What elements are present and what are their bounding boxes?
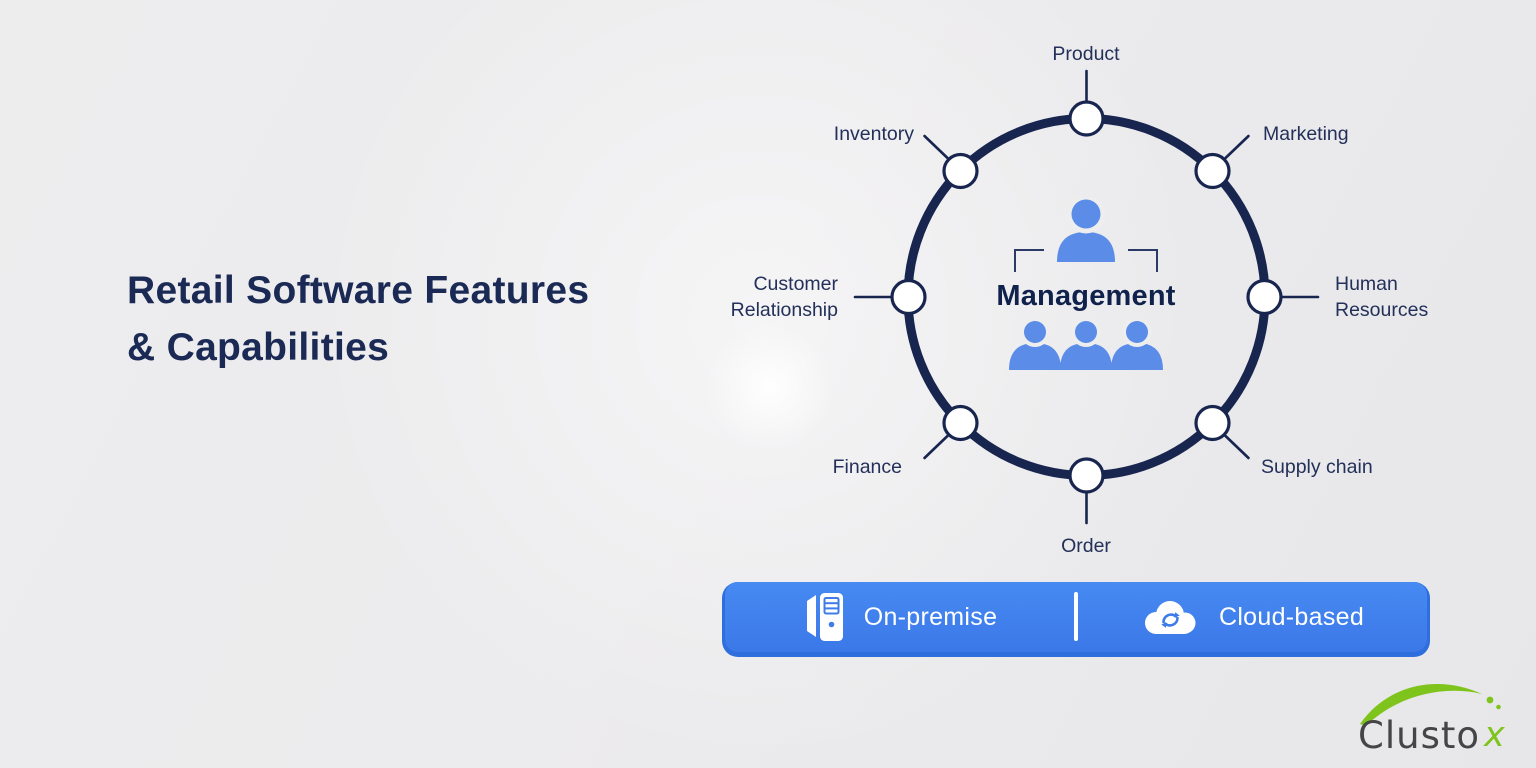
center-label: Management: [996, 280, 1176, 312]
logo-swoosh-dot: [1496, 704, 1501, 710]
logo-swoosh: [1360, 684, 1482, 726]
clustox-logo: Clusto x: [1358, 684, 1505, 757]
node-inventory: [942, 152, 979, 190]
logo-text: Clusto: [1358, 714, 1480, 757]
bracket-left: [1014, 249, 1044, 272]
bracket-right: [1128, 249, 1158, 272]
label-finance: Finance: [832, 456, 902, 478]
logo-accent-letter: x: [1483, 715, 1505, 755]
node-product: [1068, 100, 1105, 137]
node-order: [1068, 457, 1105, 494]
manager-person-icon: [1057, 198, 1115, 262]
circle-diagram: [853, 69, 1320, 525]
server-icon: [806, 593, 843, 641]
node-marketing: [1194, 152, 1231, 190]
tick-marketing: [1223, 134, 1250, 160]
deployment-banner: On-premise Cloud: [722, 582, 1430, 657]
label-inventory: Inventory: [833, 123, 914, 145]
node-supply-chain: [1194, 404, 1231, 442]
node-customer-relationship: [890, 278, 927, 316]
deployment-banner-inner: On-premise Cloud: [725, 582, 1427, 652]
node-human-resources: [1246, 278, 1283, 316]
tick-supply-chain: [1223, 434, 1250, 460]
tick-inventory: [923, 134, 950, 160]
label-order: Order: [1061, 535, 1111, 557]
label-product: Product: [1052, 43, 1120, 65]
cloud-based-label: Cloud-based: [1218, 602, 1365, 631]
ring-nodes: [890, 100, 1283, 494]
node-ticks: [853, 69, 1320, 525]
cloud-based-group: Cloud-based: [1076, 596, 1427, 638]
title-line-1: Retail Software Features: [127, 269, 590, 312]
banner-divider: [1074, 592, 1078, 641]
label-marketing: Marketing: [1263, 123, 1349, 145]
title-line-2: & Capabilities: [127, 326, 390, 369]
on-premise-label: On-premise: [863, 602, 998, 631]
label-human-resources: Human Resources: [1335, 273, 1429, 321]
node-finance: [942, 404, 979, 442]
team-icon: [1009, 320, 1163, 370]
label-customer-relationship: Customer Relationship: [730, 273, 838, 321]
logo-swoosh-dash: [1486, 696, 1494, 704]
cloud-sync-icon: [1144, 601, 1196, 634]
label-supply-chain: Supply chain: [1261, 456, 1373, 478]
tick-finance: [923, 434, 950, 460]
page-title: Retail Software Features & Capabilities: [127, 262, 589, 376]
on-premise-group: On-premise: [725, 591, 1076, 643]
background-highlight: [700, 325, 840, 450]
